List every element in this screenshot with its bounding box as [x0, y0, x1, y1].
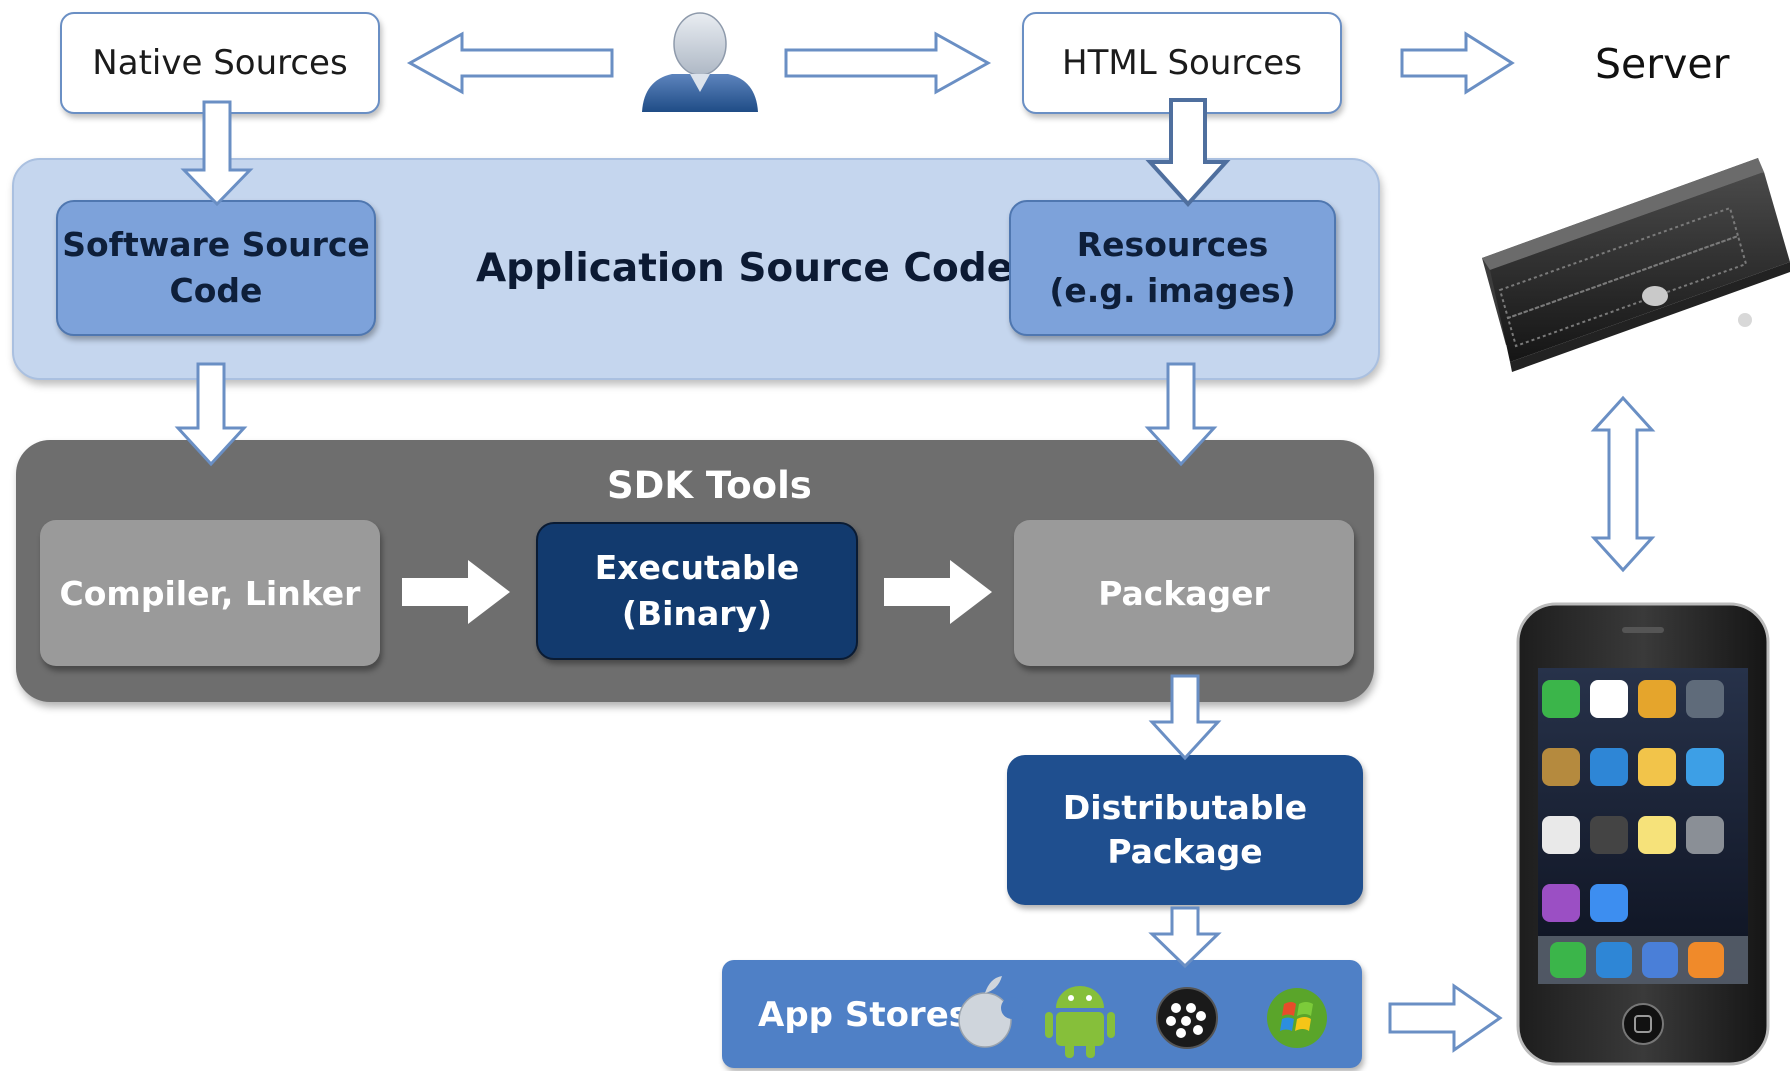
user-icon: [642, 12, 758, 112]
distributable-package-box: Distributable Package: [1007, 755, 1363, 905]
executable-box: Executable (Binary): [536, 522, 858, 660]
software-source-line2: Code: [169, 271, 263, 310]
software-source-line1: Software Source: [62, 225, 370, 264]
resources-line2: (e.g. images): [1049, 271, 1296, 310]
smartphone-icon: [1516, 602, 1770, 1066]
resources-line1: Resources: [1076, 225, 1269, 264]
arrow-compiler-to-executable: [402, 560, 510, 624]
arrow-to-html-sources: [784, 31, 992, 95]
html-sources-label: HTML Sources: [1062, 43, 1302, 83]
arrow-distributable-to-stores: [1148, 906, 1222, 969]
android-icon: [1045, 986, 1115, 1058]
arrow-server-phone-bidirectional: [1590, 395, 1656, 573]
arrow-html-to-resources: [1145, 98, 1231, 207]
distributable-line1: Distributable: [1062, 788, 1308, 827]
server-rack-icon: [1482, 158, 1790, 372]
native-sources-label: Native Sources: [92, 43, 348, 83]
executable-line2: (Binary): [621, 594, 773, 633]
resources-box: Resources (e.g. images): [1009, 200, 1336, 336]
apple-icon: [958, 976, 1023, 1048]
arrow-native-to-software: [180, 100, 254, 207]
packager-label: Packager: [1098, 573, 1270, 613]
compiler-linker-box: Compiler, Linker: [40, 520, 380, 666]
app-stores-band: [722, 960, 1362, 1068]
arrow-to-native-sources: [406, 31, 614, 95]
sdk-tools-title: SDK Tools: [607, 464, 812, 507]
software-source-box: Software Source Code: [56, 200, 376, 336]
native-sources-box: Native Sources: [60, 12, 380, 114]
windows-icon: [1267, 988, 1327, 1048]
arrow-resources-to-sdk: [1144, 362, 1218, 467]
arrow-executable-to-packager: [884, 560, 992, 624]
application-source-title: Application Source Code: [476, 246, 1014, 291]
app-stores-label: App Stores: [758, 995, 969, 1035]
server-label: Server: [1595, 40, 1730, 88]
arrow-stores-to-phone: [1388, 983, 1503, 1053]
blackberry-icon: [1156, 987, 1218, 1049]
arrow-software-to-sdk: [174, 362, 248, 467]
distributable-line2: Package: [1107, 832, 1263, 871]
packager-box: Packager: [1014, 520, 1354, 666]
arrow-packager-to-distributable: [1148, 674, 1222, 761]
executable-line1: Executable: [594, 548, 800, 587]
compiler-linker-label: Compiler, Linker: [59, 573, 361, 613]
arrow-to-server: [1400, 31, 1515, 95]
